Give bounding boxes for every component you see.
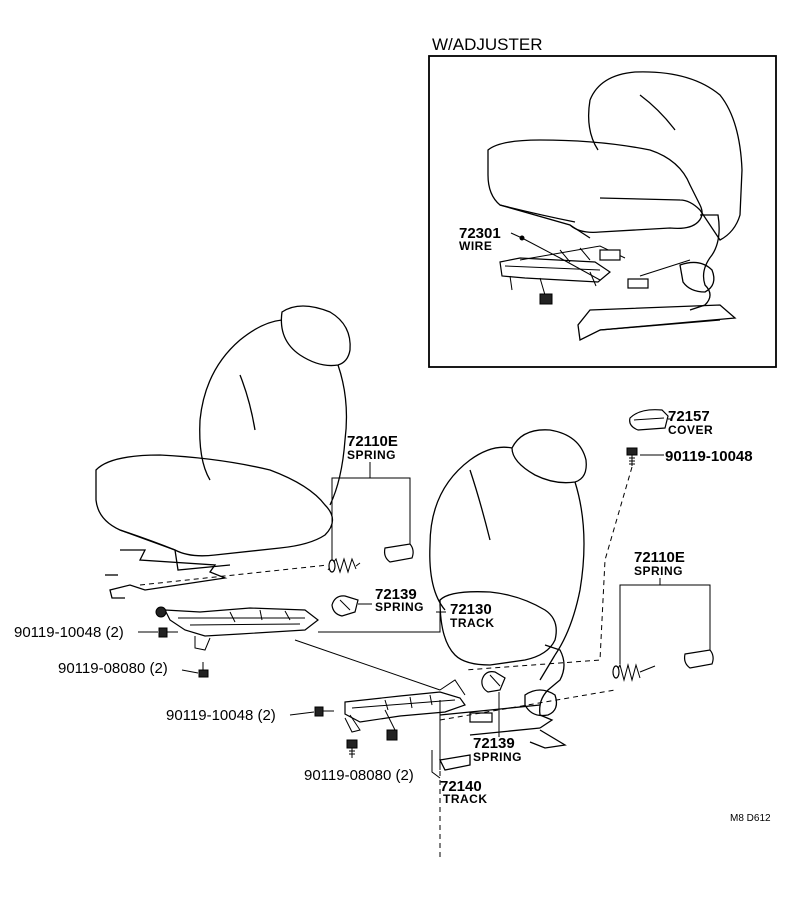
diagram-code: M8 D612: [730, 813, 771, 824]
cover-72157: [629, 409, 669, 431]
inset-seat-illustration: [487, 71, 743, 341]
wire-part-name: WIRE: [459, 239, 492, 253]
upper-spring-part-name: SPRING: [375, 600, 424, 614]
mid-bolt-10048-label: 90119-10048 (2): [166, 707, 276, 724]
bolt-cover: [626, 447, 638, 466]
left-spring-part-number: 72110E: [347, 433, 398, 450]
left-bolt-10048-label: 90119-10048 (2): [14, 624, 124, 641]
lower-spring-part-number: 72139: [473, 735, 515, 752]
wire-callout: 72301 WIRE: [459, 225, 523, 253]
lower-track-72140: [344, 679, 466, 741]
right-seat-illustration: [429, 429, 587, 771]
wire-part-number: 72301: [459, 225, 501, 242]
bolt-left-10048: [158, 627, 178, 638]
upper-track-part-name: TRACK: [450, 616, 495, 630]
upper-spring-part-number: 72139: [375, 586, 417, 603]
left-bolt-08080-label: 90119-08080 (2): [58, 660, 168, 677]
upper-track-part-number: 72130: [450, 601, 492, 618]
left-spring-part-name: SPRING: [347, 448, 396, 462]
lower-track-part-name: TRACK: [443, 792, 488, 806]
left-spring-72139: [331, 595, 359, 617]
lower-spring-part-name: SPRING: [473, 750, 522, 764]
inset-frame: [428, 55, 777, 368]
right-spring-part-number: 72110E: [634, 549, 685, 566]
right-spring-72139: [481, 671, 506, 693]
upper-track-72130: [155, 606, 319, 651]
left-spring-72110E: [327, 543, 414, 574]
bolt-mid-10048: [314, 706, 334, 717]
mid-bolt-08080-label: 90119-08080 (2): [304, 767, 414, 784]
cover-bolt-label: 90119-10048: [665, 448, 753, 465]
right-spring-72110E: [612, 649, 714, 682]
assembly-guides: [139, 466, 633, 860]
cover-part-name: COVER: [668, 423, 713, 437]
inset-title: W/ADJUSTER: [432, 35, 543, 54]
lower-track-part-number: 72140: [440, 778, 482, 795]
bolt-mid-08080: [346, 739, 358, 758]
right-spring-part-name: SPRING: [634, 564, 683, 578]
cover-part-number: 72157: [668, 408, 710, 425]
bolt-left-08080: [198, 662, 209, 678]
left-seat-illustration: [95, 305, 351, 599]
